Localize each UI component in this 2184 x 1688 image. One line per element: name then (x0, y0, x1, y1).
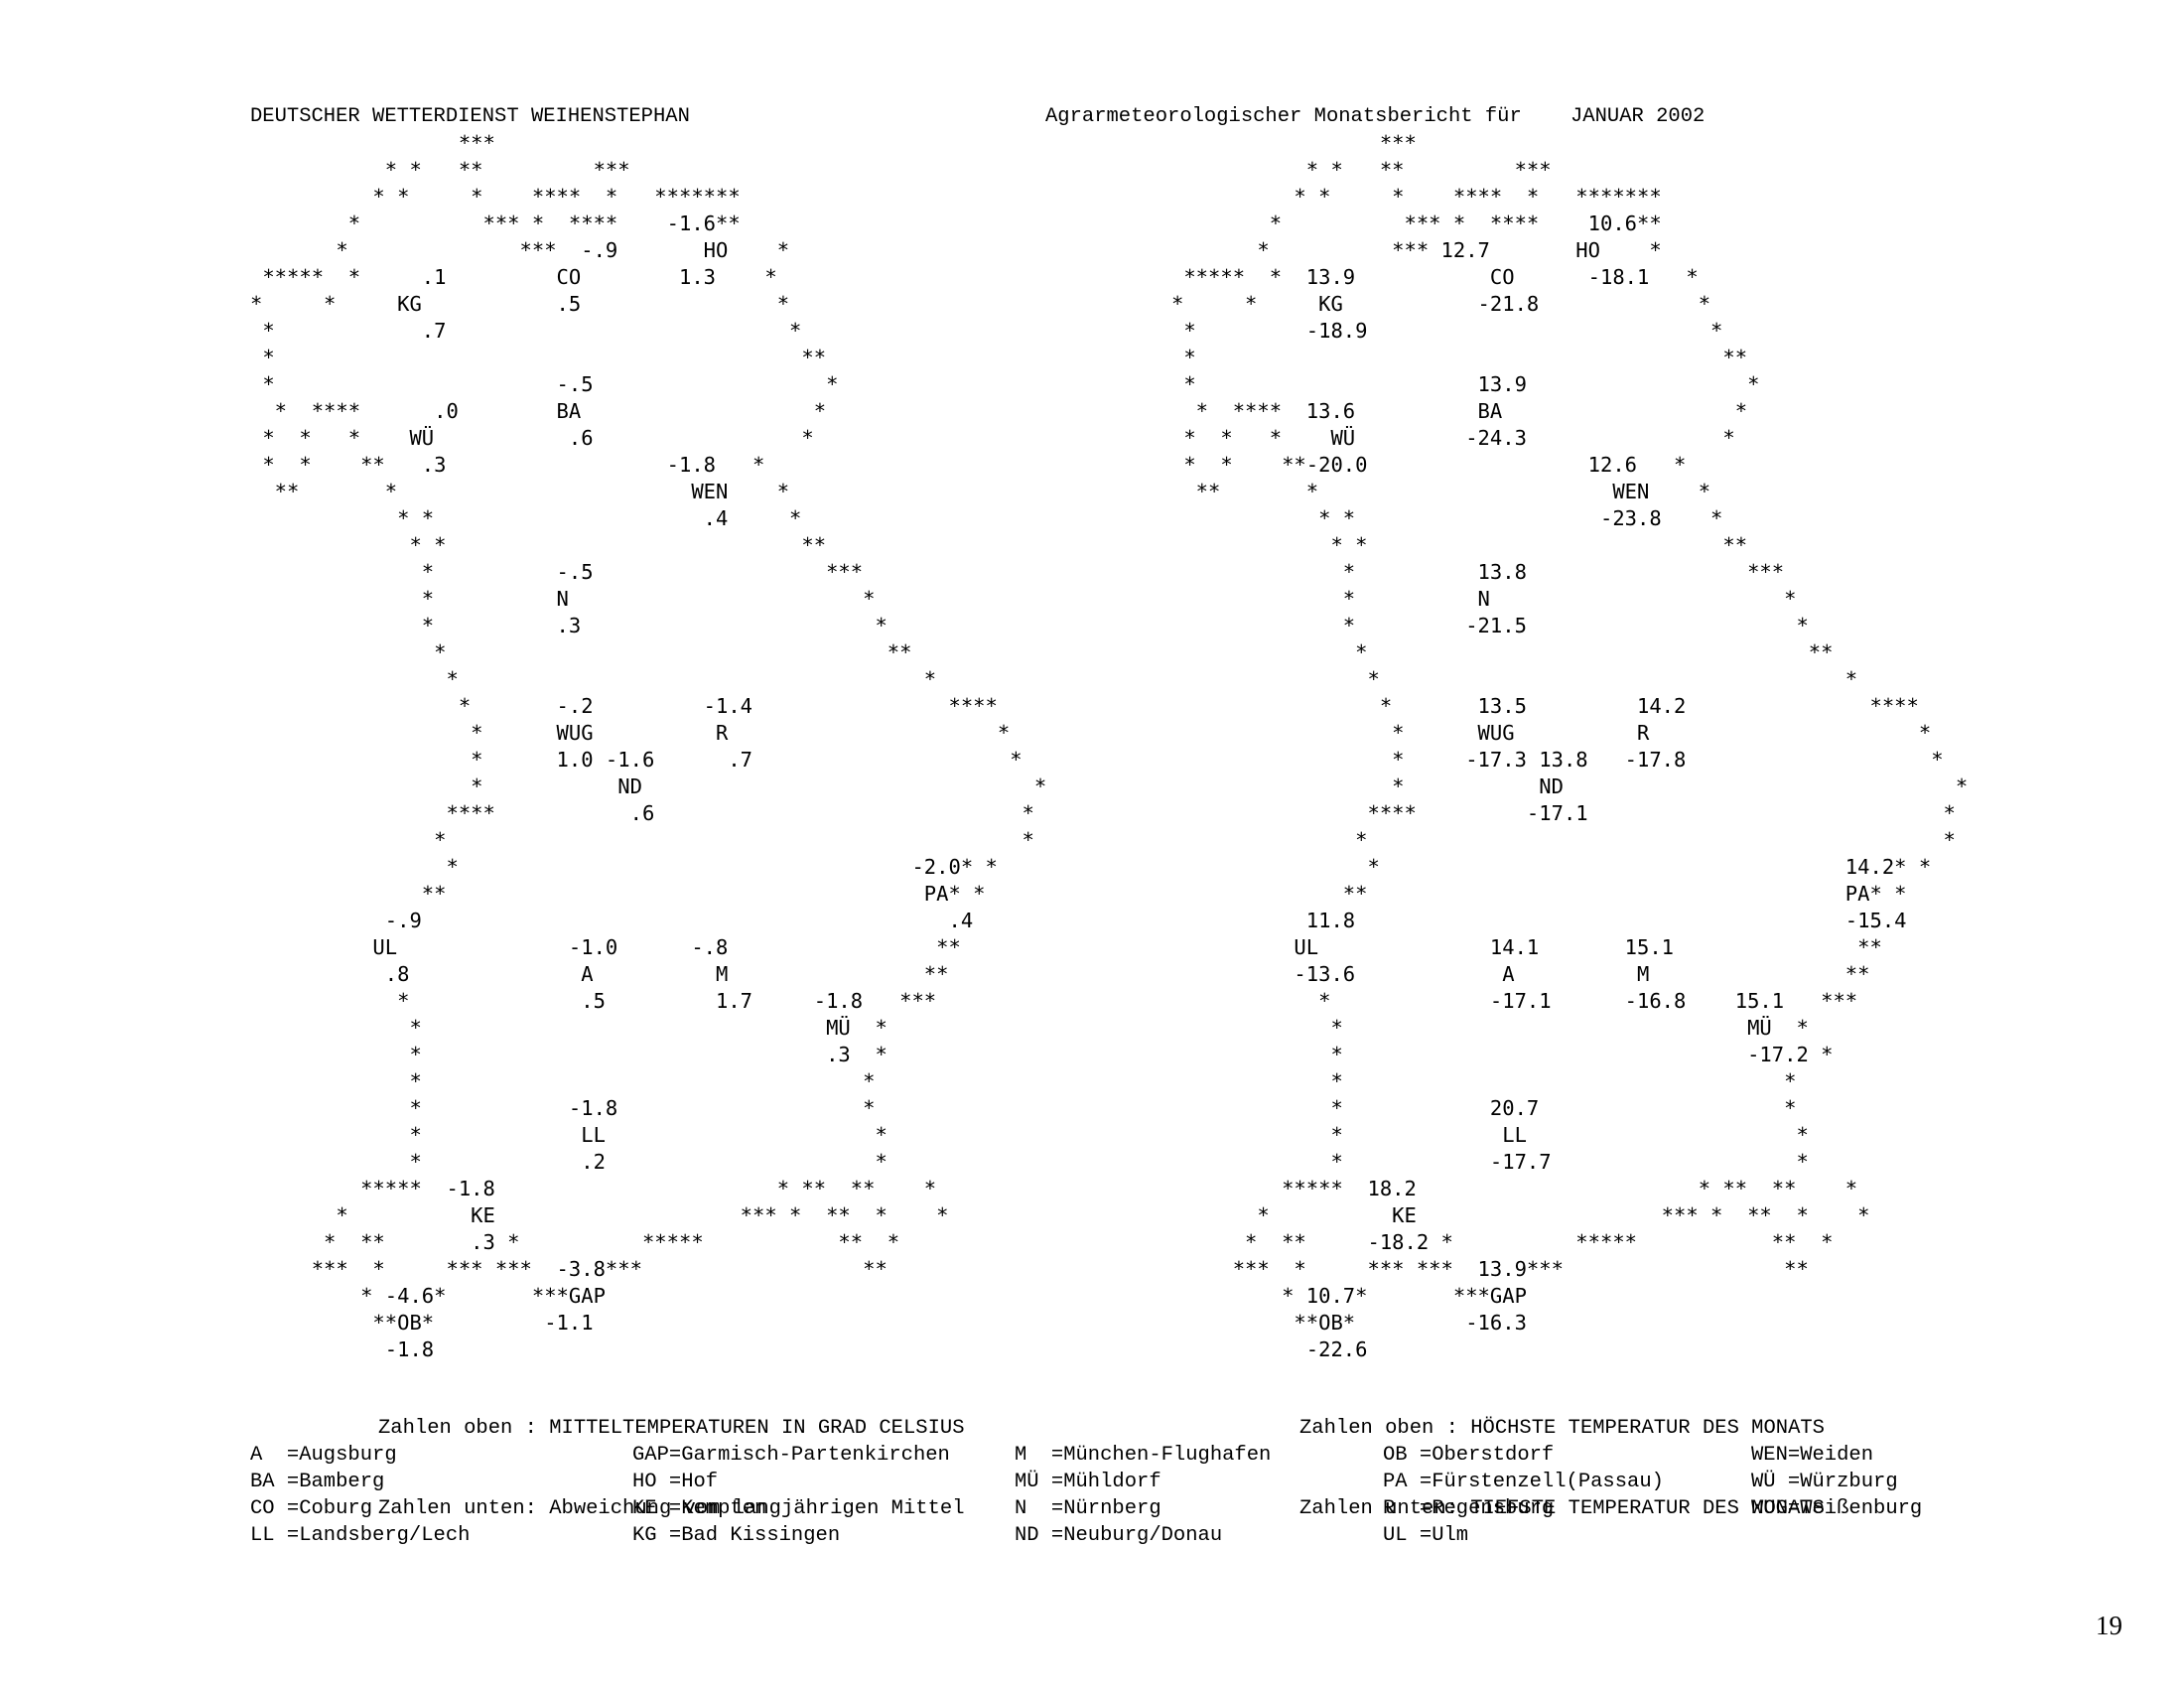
legend-column-2: GAP=Garmisch-Partenkirchen HO =Hof KE =K… (632, 1442, 950, 1549)
map-mean-temperature: *** * * ** *** * * * **** * ******* * **… (250, 131, 1047, 1361)
legend-entry: WUG=Weißenburg (1751, 1497, 1923, 1520)
legend-entry: MÜ =Mühldorf (1015, 1471, 1161, 1493)
legend-entry: UL =Ulm (1383, 1524, 1469, 1547)
caption-left: Zahlen oben : MITTELTEMPERATUREN IN GRAD… (378, 1361, 965, 1549)
legend-entry: WEN=Weiden (1751, 1444, 1874, 1467)
caption-right: Zahlen oben : HÖCHSTE TEMPERATUR DES MON… (1299, 1361, 1825, 1549)
caption-left-line2: Zahlen unten: Abweichung vom langjährige… (378, 1497, 965, 1520)
legend-entry: M =München-Flughafen (1015, 1444, 1272, 1467)
legend-entry: BA =Bamberg (250, 1471, 385, 1493)
legend-entry: A =Augsburg (250, 1444, 397, 1467)
map-extreme-temperature: *** * * ** *** * * * **** * ******* * **… (1171, 131, 1969, 1361)
legend-entry: KE =Kempten (632, 1497, 767, 1520)
legend-entry: GAP=Garmisch-Partenkirchen (632, 1444, 950, 1467)
legend-entry: ND =Neuburg/Donau (1015, 1524, 1223, 1547)
legend-entry: N =Nürnberg (1015, 1497, 1161, 1520)
legend-column-4: OB =Oberstdorf PA =Fürstenzell(Passau) R… (1383, 1442, 1664, 1549)
header-title-right: Agrarmeteorologischer Monatsbericht für … (1045, 105, 1706, 128)
legend-column-5: WEN=Weiden WÜ =Würzburg WUG=Weißenburg (1751, 1442, 1922, 1522)
caption-left-line1: Zahlen oben : MITTELTEMPERATUREN IN GRAD… (378, 1417, 965, 1440)
legend-entry: WÜ =Würzburg (1751, 1471, 1898, 1493)
caption-right-line1: Zahlen oben : HÖCHSTE TEMPERATUR DES MON… (1299, 1417, 1825, 1440)
legend-entry: PA =Fürstenzell(Passau) (1383, 1471, 1664, 1493)
legend-entry: KG =Bad Kissingen (632, 1524, 841, 1547)
legend-entry: R =Regensburg (1383, 1497, 1555, 1520)
legend-column-3: M =München-Flughafen MÜ =Mühldorf N =Nür… (1015, 1442, 1271, 1549)
legend-entry: LL =Landsberg/Lech (250, 1524, 471, 1547)
caption-right-line2: Zahlen unten: TIEFSTE TEMPERATUR DES MON… (1299, 1497, 1825, 1520)
legend-entry: HO =Hof (632, 1471, 719, 1493)
header-title-left: DEUTSCHER WETTERDIENST WEIHENSTEPHAN (250, 105, 690, 128)
page-number: 19 (2096, 1611, 2122, 1640)
legend-entry: CO =Coburg (250, 1497, 373, 1520)
legend-column-1: A =Augsburg BA =Bamberg CO =Coburg LL =L… (250, 1442, 470, 1549)
legend-entry: OB =Oberstdorf (1383, 1444, 1555, 1467)
